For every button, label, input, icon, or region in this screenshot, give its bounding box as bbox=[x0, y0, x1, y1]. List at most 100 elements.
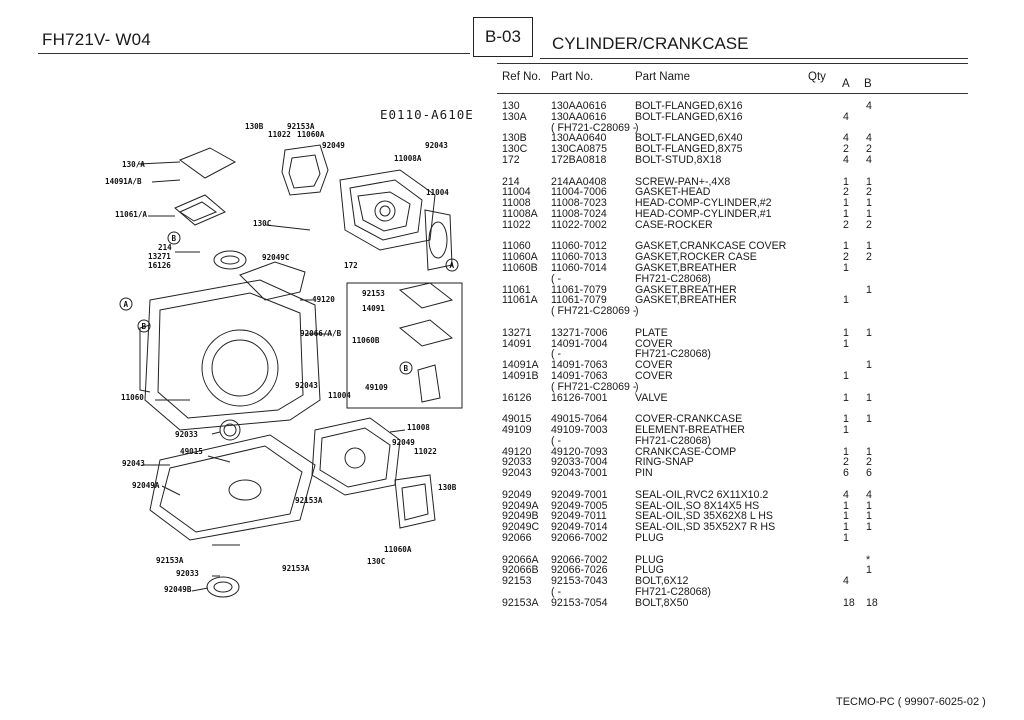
footer-code: TECMO-PC ( 99907-6025-02 ) bbox=[836, 696, 986, 708]
ref-no-cell: 92049C bbox=[502, 521, 540, 534]
part-no-cell: 11060-7012 bbox=[551, 240, 607, 253]
reference-marker-letter: A bbox=[450, 261, 455, 270]
part-no-cell: 11004-7006 bbox=[551, 186, 607, 199]
qty-a-cell: 1 bbox=[843, 510, 849, 523]
part-no-cell: 14091-7063 bbox=[551, 370, 608, 382]
qty-b-cell: 1 bbox=[866, 391, 872, 404]
ref-no-cell: 92049B bbox=[502, 510, 539, 523]
reference-marker-letter: B bbox=[172, 234, 177, 243]
ref-no-cell: 130A bbox=[502, 110, 527, 123]
part-name-cell: GASKET,BREATHER bbox=[635, 262, 737, 274]
part-no-cell: 130AA0640 bbox=[551, 132, 607, 145]
part-no-cell: 11022-7002 bbox=[551, 218, 607, 231]
qty-b-cell: 1 bbox=[866, 564, 872, 577]
part-name-cell: COVER bbox=[635, 337, 673, 350]
qty-a-cell: 4 bbox=[843, 154, 849, 166]
qty-b-cell: 18 bbox=[866, 596, 878, 609]
gasket-breather bbox=[174, 147, 237, 226]
part-name-cell: VALVE bbox=[635, 391, 668, 404]
ref-no-cell: 49109 bbox=[502, 424, 532, 436]
ref-no-cell: 49015 bbox=[502, 413, 532, 426]
callout-label: 92049A bbox=[132, 481, 160, 490]
qty-b-cell: 1 bbox=[866, 197, 872, 210]
part-no-cell: 92066-7002 bbox=[551, 532, 608, 544]
qty-a-cell: 6 bbox=[843, 467, 849, 480]
callout-label: 13271 bbox=[148, 252, 171, 261]
qty-b-cell: 2 bbox=[866, 186, 872, 199]
ref-no-cell: 214 bbox=[502, 175, 520, 188]
part-name-cell: FH721-C28068) bbox=[635, 586, 711, 598]
qty-b-cell: 1 bbox=[866, 359, 872, 372]
qty-b-cell: 4 bbox=[866, 154, 872, 166]
qty-a-cell: 4 bbox=[843, 132, 849, 145]
ref-no-cell: 172 bbox=[502, 154, 520, 166]
callout-label: 49109 bbox=[365, 383, 388, 392]
breather-detail-box bbox=[346, 282, 463, 409]
part-name-cell: PLUG bbox=[635, 553, 664, 566]
part-no-cell: 11008-7024 bbox=[551, 208, 607, 220]
model-label: FH721V- W04 bbox=[42, 30, 151, 49]
callout-label: 172 bbox=[344, 261, 358, 270]
ref-no-cell: 16126 bbox=[502, 391, 532, 404]
callout-label: 11008A bbox=[394, 154, 422, 163]
reference-marker-circle bbox=[137, 319, 151, 333]
ref-no-cell: 130B bbox=[502, 132, 527, 145]
column-header-b: B bbox=[864, 78, 872, 90]
qty-b-cell: 2 bbox=[866, 251, 872, 264]
head-gasket-upper bbox=[424, 209, 453, 271]
part-no-cell: 92066-7026 bbox=[551, 564, 608, 577]
part-no-cell: 11060-7013 bbox=[551, 251, 607, 264]
ref-no-cell: 11004 bbox=[502, 186, 531, 199]
qty-a-cell: 1 bbox=[843, 326, 849, 339]
part-name-cell: PLATE bbox=[635, 326, 668, 339]
qty-a-cell: 2 bbox=[843, 218, 849, 231]
part-name-cell: PIN bbox=[635, 467, 653, 480]
callout-label: 92066/A/B bbox=[300, 329, 342, 338]
qty-b-cell: 1 bbox=[866, 326, 872, 339]
ref-no-cell: 92066B bbox=[502, 564, 539, 577]
qty-a-cell: 4 bbox=[843, 575, 849, 588]
part-name-cell: CRANKCASE-COMP bbox=[635, 445, 737, 458]
part-name-cell: RING-SNAP bbox=[635, 456, 694, 469]
part-no-cell: 14091-7063 bbox=[551, 359, 608, 372]
reference-marker-circle bbox=[119, 297, 133, 311]
callout-label: 14091 bbox=[362, 304, 385, 313]
part-name-cell: ) bbox=[635, 380, 639, 393]
qty-b-cell: 1 bbox=[866, 499, 872, 512]
part-no-cell: ( FH721-C28069 - bbox=[551, 121, 637, 134]
column-header-part-no: Part No. bbox=[551, 71, 594, 83]
ref-no-cell: 49120 bbox=[502, 445, 532, 458]
ref-no-cell: 11060B bbox=[502, 262, 538, 274]
part-name-cell: COVER bbox=[635, 370, 673, 382]
callout-label: 92043 bbox=[295, 381, 318, 390]
part-name-cell: BOLT-FLANGED,6X40 bbox=[635, 132, 743, 145]
part-no-cell: ( - bbox=[551, 272, 561, 285]
part-no-cell: 92066-7002 bbox=[551, 553, 608, 566]
ref-no-cell: 92066A bbox=[502, 553, 539, 566]
callout-label: 92153A bbox=[282, 564, 310, 573]
qty-b-cell: * bbox=[866, 553, 871, 566]
callout-label: 11008 bbox=[407, 423, 430, 432]
qty-b-cell: 6 bbox=[866, 467, 872, 480]
qty-a-cell: 2 bbox=[843, 186, 849, 199]
ref-no-cell: 92049 bbox=[502, 488, 532, 501]
qty-a-cell: 1 bbox=[843, 532, 849, 544]
part-no-cell: 11061-7079 bbox=[551, 283, 607, 296]
qty-a-cell: 1 bbox=[843, 294, 849, 307]
callout-label: 92043 bbox=[425, 141, 448, 150]
qty-a-cell: 1 bbox=[843, 208, 849, 220]
qty-b-cell: 1 bbox=[866, 413, 872, 426]
qty-a-cell: 18 bbox=[843, 596, 855, 609]
qty-a-cell: 4 bbox=[843, 488, 849, 501]
cylinder-head-lower bbox=[311, 417, 401, 496]
part-no-cell: ( - bbox=[551, 586, 561, 598]
qty-b-cell: 2 bbox=[866, 218, 872, 231]
ref-no-cell: 11061A bbox=[502, 294, 538, 307]
header-divider-right bbox=[540, 58, 968, 59]
part-name-cell: GASKET,CRANKCASE COVER bbox=[635, 240, 787, 253]
crankcase bbox=[139, 261, 321, 431]
callout-label: 92043 bbox=[122, 459, 145, 468]
part-name-cell: COVER bbox=[635, 359, 673, 372]
ref-no-cell: 92033 bbox=[502, 456, 532, 469]
